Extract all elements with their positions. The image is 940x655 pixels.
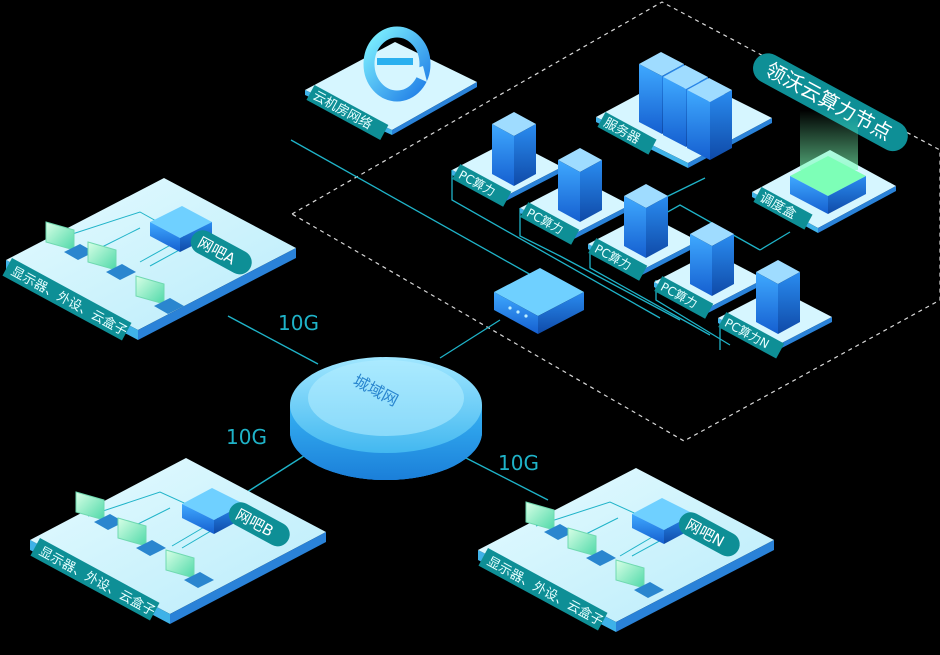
cafe-n-monitor-icon	[525, 501, 664, 598]
metro-network-disk: 城域网	[290, 357, 482, 480]
storage-box-icon	[790, 156, 866, 214]
server-platform: 服务器	[596, 52, 772, 168]
server-rack-icon	[639, 52, 732, 160]
metro-links	[227, 315, 549, 501]
pc-compute-2: PC算力	[520, 148, 630, 245]
link-label-n: 10G	[498, 451, 539, 475]
node-switch-icon	[494, 268, 584, 334]
pc-compute-4: PC算力	[654, 222, 764, 319]
pc-compute-1: PC算力	[452, 112, 562, 207]
link-label-a: 10G	[278, 311, 319, 335]
cafe-a-monitor-icon	[45, 221, 184, 314]
cafe-platform-a: 网吧A 显示器、外设、云盒子	[2, 178, 296, 341]
pc-compute-5: PC算力N	[718, 260, 832, 359]
cafe-b-monitor-icon	[75, 491, 214, 588]
internet-e-icon	[363, 26, 431, 102]
compute-node-boundary	[290, 1, 940, 442]
cloud-network-platform: 云机房网络	[305, 26, 477, 140]
cafe-platform-b: 网吧B 显示器、外设、云盒子	[30, 458, 326, 624]
cafe-platform-n: 网吧N 显示器、外设、云盒子	[478, 468, 774, 632]
link-label-b: 10G	[226, 425, 267, 449]
pc-compute-3: PC算力	[588, 184, 698, 281]
